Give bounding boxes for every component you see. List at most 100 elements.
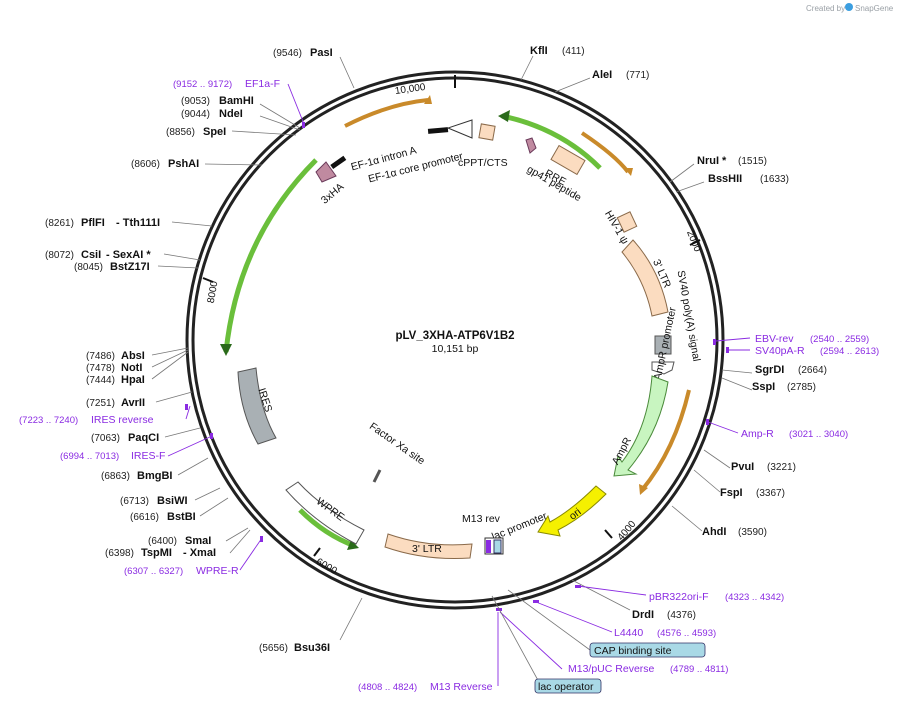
- plasmid-name: pLV_3XHA-ATP6V1B2: [395, 330, 514, 342]
- watermark-brand: SnapGene: [855, 4, 894, 13]
- orange-arrow-top: [344, 98, 429, 128]
- site-csii-name: CsiI: [81, 249, 101, 261]
- site-bamhi-pos: (9053): [181, 96, 210, 107]
- orange-arrow-amp-head: [639, 484, 648, 495]
- primer-iresrev-name: IRES reverse: [91, 414, 154, 426]
- site-ndei-pos: (9044): [181, 109, 210, 120]
- tick-label-8000: 8000: [206, 280, 221, 304]
- site-pflfi-pos: (8261): [45, 218, 74, 229]
- site-pvui-pos: (3221): [767, 462, 796, 473]
- ori-arrow: [537, 485, 607, 537]
- site-bstz17i-name: BstZ17I: [110, 261, 150, 273]
- primer-iresf-name: IRES-F: [131, 450, 165, 462]
- site-sgrdi-name: SgrDI: [755, 364, 784, 376]
- site-tspmi-name: TspMI: [141, 547, 172, 559]
- cap-binding-label: CAP binding site: [594, 645, 672, 657]
- ires-box: [237, 367, 277, 445]
- ef1a-core-bar: [427, 127, 449, 134]
- site-spei-name: SpeI: [203, 126, 226, 138]
- tick-8000: [202, 277, 214, 283]
- site-absi-pos: (7486): [86, 351, 115, 362]
- site-sspi-pos: (2785): [787, 382, 816, 393]
- primer-leaders: [167, 83, 751, 686]
- cap-leader: [507, 589, 591, 651]
- green-arrow-wpre-head: [347, 540, 359, 550]
- site-xmai-name: - XmaI: [183, 547, 216, 559]
- primer-m13puc-name: M13/pUC Reverse: [568, 663, 655, 675]
- site-avrii-pos: (7251): [86, 398, 115, 409]
- site-drdi-pos: (4376): [667, 610, 696, 621]
- feature-3ltr-bottom: 3' LTR: [412, 543, 442, 555]
- site-alei-pos: (771): [626, 70, 649, 81]
- site-fspi-name: FspI: [720, 487, 743, 499]
- site-pshai-pos: (8606): [131, 159, 160, 170]
- primer-ebvrev-pos: (2540 .. 2559): [810, 334, 869, 345]
- site-bsu36i-name: Bsu36I: [294, 642, 330, 654]
- primer-l4440-pos: (4576 .. 4593): [657, 628, 716, 639]
- primer-ef1af-pos: (9152 .. 9172): [173, 79, 232, 90]
- ltr-bottom-box: [384, 533, 473, 560]
- ampr-promoter-arrow: [651, 361, 675, 375]
- tick-label-10000: 10,000: [394, 82, 426, 97]
- sv40-box: [654, 335, 672, 355]
- 3xha-black: [330, 155, 347, 170]
- site-hpai-pos: (7444): [86, 375, 115, 386]
- site-hpai-name: HpaI: [121, 374, 145, 386]
- ltr-right-box: [621, 239, 669, 317]
- site-pasi-name: PasI: [310, 47, 333, 59]
- primer-m13puc-pos: (4789 .. 4811): [670, 664, 728, 675]
- primer-ebvrev-name: EBV-rev: [755, 333, 794, 345]
- site-avrii-name: AvrII: [121, 397, 145, 409]
- site-kfli-pos: (411): [562, 46, 585, 57]
- orange-arrow-top-head: [424, 95, 432, 104]
- site-bstbi-pos: (6616): [130, 512, 159, 523]
- primer-sv40par-name: SV40pA-R: [755, 345, 805, 357]
- feature-m13-rev: M13 rev: [462, 513, 501, 525]
- primer-m13rev-pos: (4808 .. 4824): [358, 682, 417, 693]
- ef1a-intron-arrow: [446, 119, 473, 139]
- site-noti-name: NotI: [121, 362, 142, 374]
- site-drdi-name: DrdI: [632, 609, 654, 621]
- feature-ori: ori: [567, 506, 584, 523]
- site-tth111i-name: - Tth111I: [116, 217, 160, 229]
- site-spei-pos: (8856): [166, 127, 195, 138]
- primer-wprer-name: WPRE-R: [196, 565, 239, 577]
- site-bsu36i-pos: (5656): [259, 643, 288, 654]
- site-bstz17i-pos: (8045): [74, 262, 103, 273]
- site-nrui-pos: (1515): [738, 156, 767, 167]
- site-sexai-name: - SexAI *: [106, 249, 151, 261]
- primer-sv40par-pos: (2594 .. 2613): [820, 346, 879, 357]
- site-bmgbi-pos: (6863): [101, 471, 130, 482]
- primer-ampr-name: Amp-R: [741, 428, 774, 440]
- green-arrow-rre: [501, 113, 602, 170]
- primer-iresf-pos: (6994 .. 7013): [60, 451, 119, 462]
- primer-l4440-name: L4440: [614, 627, 643, 639]
- site-ndei-name: NdeI: [219, 108, 243, 120]
- tick-2000: [689, 239, 701, 246]
- site-fspi-pos: (3367): [756, 488, 785, 499]
- site-pasi-pos: (9546): [273, 48, 302, 59]
- site-kfli-name: KflI: [530, 45, 548, 57]
- orange-arrow-amp: [640, 389, 691, 492]
- primer-pbr322-name: pBR322ori-F: [649, 591, 709, 603]
- site-bsiwi-pos: (6713): [120, 496, 149, 507]
- snapgene-logo-icon: [845, 3, 853, 11]
- wpre-box: [285, 481, 365, 545]
- factor-xa-marker: [372, 469, 382, 483]
- green-arrow-left: [223, 158, 318, 353]
- lac-operator-label: lac operator: [538, 681, 594, 693]
- tick-6000: [313, 547, 321, 557]
- site-sspi-name: SspI: [752, 381, 775, 393]
- primer-marks: [185, 122, 729, 611]
- feature-factor-xa: Factor Xa site: [367, 420, 427, 467]
- primer-iresrev-pos: (7223 .. 7240): [19, 415, 78, 426]
- site-alei-name: AleI: [592, 69, 612, 81]
- plasmid-length: 10,151 bp: [432, 343, 479, 355]
- lac-op-marker: [493, 539, 502, 554]
- tick-4000: [604, 529, 613, 539]
- site-leaders: [151, 55, 753, 641]
- site-smai-pos: (6400): [148, 536, 177, 547]
- 3xha-marker: [315, 161, 337, 183]
- feature-sv40-polya: SV40 poly(A) signal: [675, 269, 703, 362]
- site-ahdi-pos: (3590): [738, 527, 767, 538]
